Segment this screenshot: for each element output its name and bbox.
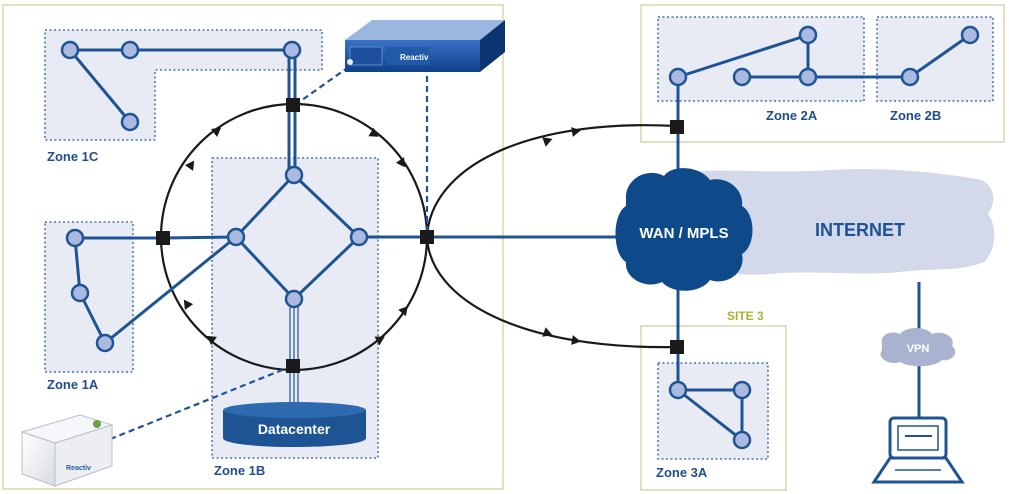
zone-1a-label: Zone 1A bbox=[47, 377, 99, 392]
ring-wan-upper bbox=[425, 124, 678, 238]
zone-2b-label: Zone 2B bbox=[890, 108, 941, 123]
site-3-label: SITE 3 bbox=[727, 309, 764, 323]
switches bbox=[156, 98, 684, 373]
datacenter-cylinder: Datacenter bbox=[223, 402, 366, 447]
laptop-icon bbox=[871, 416, 965, 484]
appliance-dashed-link bbox=[107, 364, 293, 442]
zone-3a-links bbox=[676, 283, 744, 444]
rack-dashed-link bbox=[294, 65, 351, 106]
zone-3a-area bbox=[657, 362, 769, 460]
zone-1b-label: Zone 1B bbox=[214, 463, 265, 478]
ring-wan-lower bbox=[425, 236, 678, 349]
rack-appliance: Reactiv bbox=[345, 20, 505, 72]
small-appliance-logo: Reactiv bbox=[66, 465, 91, 472]
small-appliance: Reactiv bbox=[20, 414, 114, 487]
zone-1c-area bbox=[44, 29, 323, 141]
datacenter-label: Datacenter bbox=[258, 421, 331, 437]
vpn-cloud: VPN bbox=[880, 328, 956, 367]
wan-mpls-cloud bbox=[615, 168, 753, 291]
nodes bbox=[60, 25, 980, 450]
zone-1a-area bbox=[44, 221, 134, 373]
zone-2a-area bbox=[657, 16, 865, 102]
wan-label: WAN / MPLS bbox=[639, 225, 728, 242]
zone-1c-label: Zone 1C bbox=[47, 149, 99, 164]
datacenter-links bbox=[289, 299, 299, 405]
zone-3a-label: Zone 3A bbox=[656, 465, 708, 480]
internet-cloud bbox=[690, 169, 995, 275]
zone-2a-label: Zone 2A bbox=[766, 108, 818, 123]
vpn-label: VPN bbox=[907, 343, 930, 355]
internet-label: INTERNET bbox=[815, 220, 905, 240]
rack-brand-logo: Reactiv bbox=[400, 53, 429, 62]
ring-arrows bbox=[183, 127, 581, 346]
zone-2-links bbox=[676, 32, 971, 185]
